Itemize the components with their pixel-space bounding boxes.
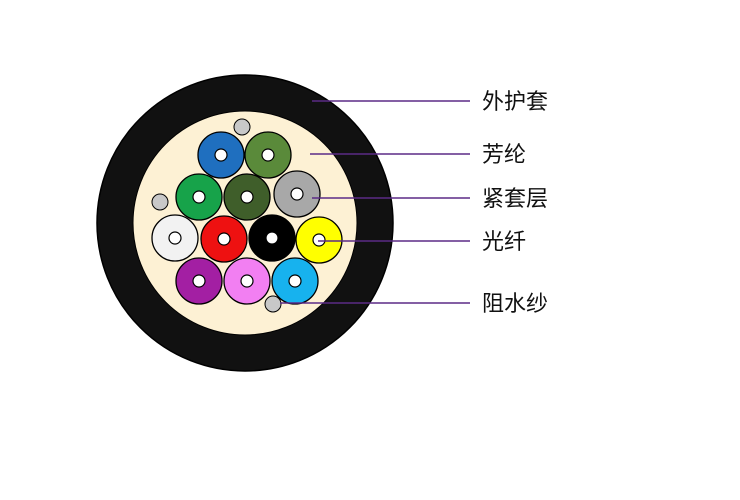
fiber-core — [240, 274, 254, 288]
fiber-red — [200, 215, 248, 263]
fiber-core — [214, 148, 228, 162]
label-tight-buffer: 紧套层 — [482, 187, 548, 212]
fiber-core — [192, 274, 206, 288]
water-blocking-yarns — [151, 118, 282, 313]
fiber-core — [312, 233, 326, 247]
fiber-core — [261, 148, 275, 162]
fiber-olive-green — [244, 131, 292, 179]
water-blocking-yarn — [151, 193, 169, 211]
fiber-core — [265, 231, 279, 245]
fiber-blue — [197, 131, 245, 179]
callout-labels: 外护套 芳纶 紧套层 光纤 阻水纱 — [482, 90, 548, 317]
fiber-cyan — [271, 257, 319, 305]
fiber-core — [192, 190, 206, 204]
fiber-pink — [223, 257, 271, 305]
fiber-core — [288, 274, 302, 288]
fiber-core — [240, 190, 254, 204]
fiber-yellow — [295, 216, 343, 264]
label-aramid: 芳纶 — [482, 143, 526, 168]
fiber-dark-green — [223, 173, 271, 221]
fiber-core — [168, 231, 182, 245]
label-water-blocking-yarn: 阻水纱 — [482, 292, 548, 317]
water-blocking-yarn — [233, 118, 251, 136]
water-blocking-yarn — [264, 295, 282, 313]
leader-lines — [280, 100, 470, 304]
fiber-core — [217, 232, 231, 246]
fiber-green — [175, 173, 223, 221]
fiber-core — [290, 187, 304, 201]
fiber-black — [248, 214, 296, 262]
fiber-purple — [175, 257, 223, 305]
fiber-bundle — [151, 131, 343, 305]
fiber-white — [151, 214, 199, 262]
fiber-gray — [273, 170, 321, 218]
label-fiber: 光纤 — [482, 230, 526, 255]
label-outer-sheath: 外护套 — [482, 90, 548, 115]
